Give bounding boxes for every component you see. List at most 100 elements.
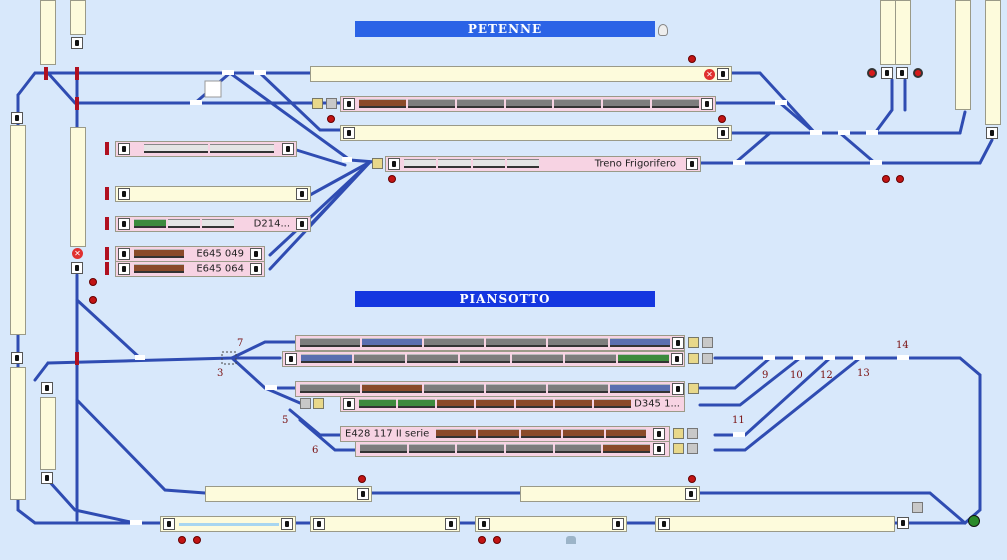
signal-icon[interactable] (357, 488, 369, 500)
track-block[interactable] (295, 381, 685, 397)
track-highlight (179, 523, 279, 526)
signal-icon[interactable] (653, 428, 665, 440)
switch-button[interactable] (313, 398, 324, 409)
bulb-icon[interactable] (658, 24, 668, 36)
signal-icon[interactable] (71, 37, 83, 49)
signal-icon[interactable] (478, 518, 490, 530)
track-block[interactable] (520, 486, 700, 502)
vertical-block[interactable] (10, 367, 26, 500)
signal-icon[interactable] (71, 262, 83, 274)
switch-button[interactable] (673, 428, 684, 439)
signal-icon[interactable] (118, 248, 130, 260)
switch-button[interactable] (688, 353, 699, 364)
signal-icon[interactable] (250, 263, 262, 275)
switch-button[interactable] (372, 158, 383, 169)
signal-icon[interactable] (445, 518, 457, 530)
track-block[interactable] (160, 516, 296, 532)
signal-icon[interactable] (717, 68, 729, 80)
vertical-block[interactable] (955, 0, 971, 110)
signal-icon[interactable] (11, 352, 23, 364)
track-block[interactable] (115, 186, 311, 202)
red-signal-icon (358, 475, 366, 483)
signal-icon[interactable] (343, 98, 355, 110)
signal-icon[interactable] (897, 517, 909, 529)
switch-button[interactable] (300, 398, 311, 409)
track-block[interactable] (355, 441, 670, 457)
vertical-block[interactable] (70, 127, 86, 247)
switch-button[interactable] (312, 98, 323, 109)
signal-icon[interactable] (118, 263, 130, 275)
speaker-icon[interactable] (912, 502, 923, 513)
track-block[interactable]: E645 064 (115, 261, 265, 277)
signal-icon[interactable] (685, 488, 697, 500)
stop-icon[interactable]: ✕ (72, 248, 83, 259)
switch-button[interactable] (326, 98, 337, 109)
track-block[interactable]: ✕ (310, 66, 732, 82)
switch-button[interactable] (702, 337, 713, 348)
signal-icon[interactable] (118, 188, 130, 200)
signal-icon[interactable] (686, 158, 698, 170)
signal-icon[interactable] (896, 67, 908, 79)
signal-icon[interactable] (388, 158, 400, 170)
signal-icon[interactable] (163, 518, 175, 530)
track-block[interactable]: D345 1... (340, 396, 685, 412)
track-block[interactable] (295, 335, 685, 351)
switch-button[interactable] (688, 383, 699, 394)
track-block[interactable]: E428 117 II serie (340, 426, 670, 442)
track-block[interactable] (115, 141, 297, 157)
signal-icon[interactable] (11, 112, 23, 124)
signal-icon[interactable] (296, 188, 308, 200)
track-block[interactable] (205, 486, 372, 502)
track-block[interactable]: E645 049 (115, 246, 265, 262)
signal-icon[interactable] (671, 353, 683, 365)
signal-icon[interactable] (118, 143, 130, 155)
switch-button[interactable] (702, 353, 713, 364)
lamp-icon[interactable] (913, 68, 923, 78)
vertical-block[interactable] (70, 0, 86, 35)
vertical-block[interactable] (40, 397, 56, 470)
red-signal-icon (89, 278, 97, 286)
lamp-icon[interactable] (867, 68, 877, 78)
signal-icon[interactable] (881, 67, 893, 79)
switch-button[interactable] (687, 443, 698, 454)
switch-button[interactable] (673, 443, 684, 454)
signal-icon[interactable] (41, 472, 53, 484)
track-block[interactable]: Treno Frigorifero (385, 156, 701, 172)
signal-icon[interactable] (672, 337, 684, 349)
vertical-block[interactable] (985, 0, 1001, 125)
track-block[interactable] (655, 516, 895, 532)
vertical-block[interactable] (10, 125, 26, 335)
track-block[interactable] (340, 125, 732, 141)
signal-icon[interactable] (701, 98, 713, 110)
signal-icon[interactable] (343, 127, 355, 139)
signal-icon[interactable] (285, 353, 297, 365)
signal-icon[interactable] (612, 518, 624, 530)
track-block[interactable] (310, 516, 460, 532)
switch-button[interactable] (687, 428, 698, 439)
vertical-block[interactable] (895, 0, 911, 65)
track-block[interactable]: D214... (115, 216, 311, 232)
track-block[interactable] (282, 351, 685, 367)
switch-button[interactable] (688, 337, 699, 348)
signal-icon[interactable] (672, 383, 684, 395)
track-block[interactable] (340, 96, 716, 112)
signal-icon[interactable] (281, 518, 293, 530)
signal-icon[interactable] (118, 218, 130, 230)
vertical-block[interactable] (40, 0, 56, 65)
switch-lever-icon[interactable] (968, 515, 980, 527)
signal-icon[interactable] (653, 443, 665, 455)
track-block[interactable] (475, 516, 627, 532)
signal-icon[interactable] (986, 127, 998, 139)
signal-icon[interactable] (343, 398, 355, 410)
signal-icon[interactable] (296, 218, 308, 230)
signal-icon[interactable] (658, 518, 670, 530)
signal-icon[interactable] (250, 248, 262, 260)
signal-icon[interactable] (313, 518, 325, 530)
signal-icon[interactable] (717, 127, 729, 139)
stop-icon[interactable]: ✕ (704, 69, 715, 80)
signal-icon[interactable] (41, 382, 53, 394)
vertical-block[interactable] (880, 0, 896, 65)
train-consist (134, 264, 184, 273)
signal-icon[interactable] (282, 143, 294, 155)
